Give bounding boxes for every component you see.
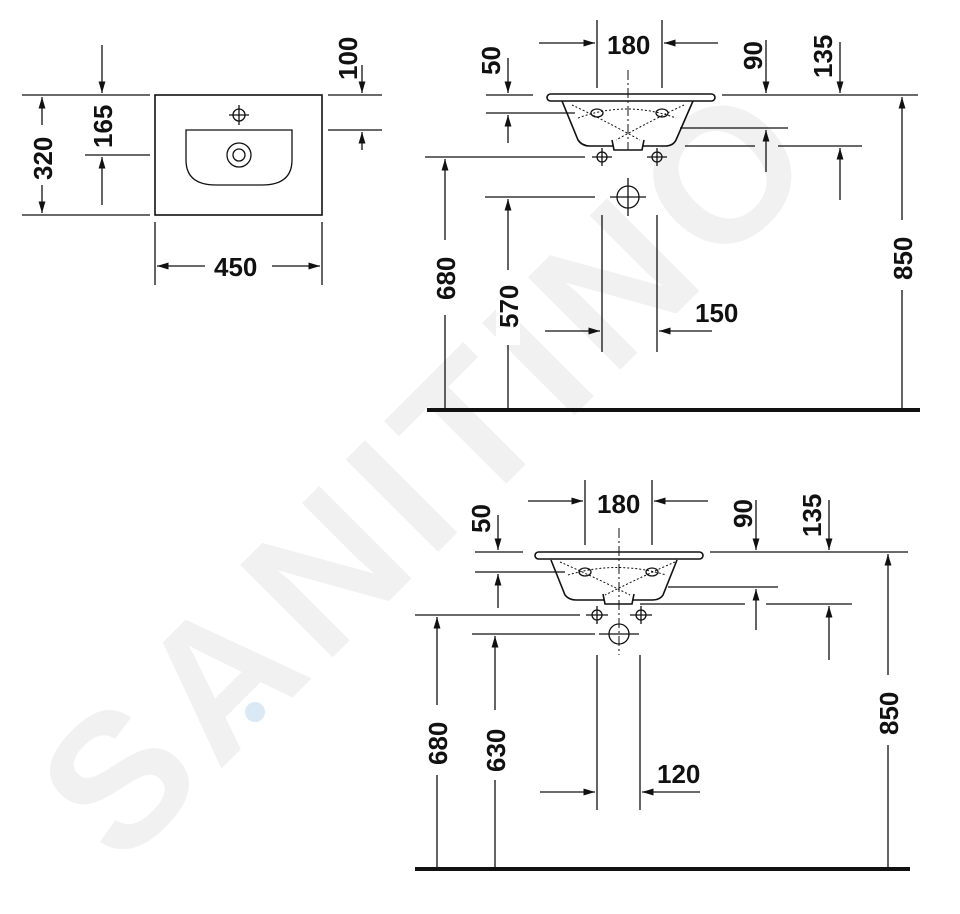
dimension-supply-height: 680 — [423, 722, 453, 765]
dimension-tap-spacing: 180 — [607, 30, 650, 60]
dimension-depth: 320 — [28, 137, 58, 180]
dimension-rim-offset: 50 — [466, 504, 496, 533]
dimension-waste-height: 570 — [494, 285, 524, 328]
dimension-width: 450 — [214, 252, 257, 282]
dimension-overflow-90: 90 — [738, 41, 768, 70]
dimension-overflow-90: 90 — [728, 499, 758, 528]
dimension-supply-height: 680 — [431, 257, 461, 300]
dimension-waste-spacing: 150 — [695, 298, 738, 328]
dimension-tap-spacing: 180 — [597, 489, 640, 519]
dimension-tap-offset: 100 — [333, 37, 363, 80]
dimension-waste-height: 630 — [481, 729, 511, 772]
elevation-top: 180 50 90 135 850 680 570 150 — [425, 20, 920, 412]
plan-view: 320 165 100 450 — [22, 37, 382, 285]
dimension-overflow-135: 135 — [808, 35, 838, 78]
dimension-total-height: 850 — [874, 692, 904, 735]
dimension-total-height: 850 — [888, 237, 918, 280]
dimension-rim-offset: 50 — [476, 46, 506, 75]
dimension-drain-offset: 165 — [88, 105, 118, 148]
dimension-overflow-135: 135 — [797, 494, 827, 537]
elevation-bottom: 180 50 90 135 850 680 630 120 — [415, 480, 910, 871]
watermark-drop-icon — [245, 702, 265, 722]
dimension-waste-spacing: 120 — [657, 759, 700, 789]
